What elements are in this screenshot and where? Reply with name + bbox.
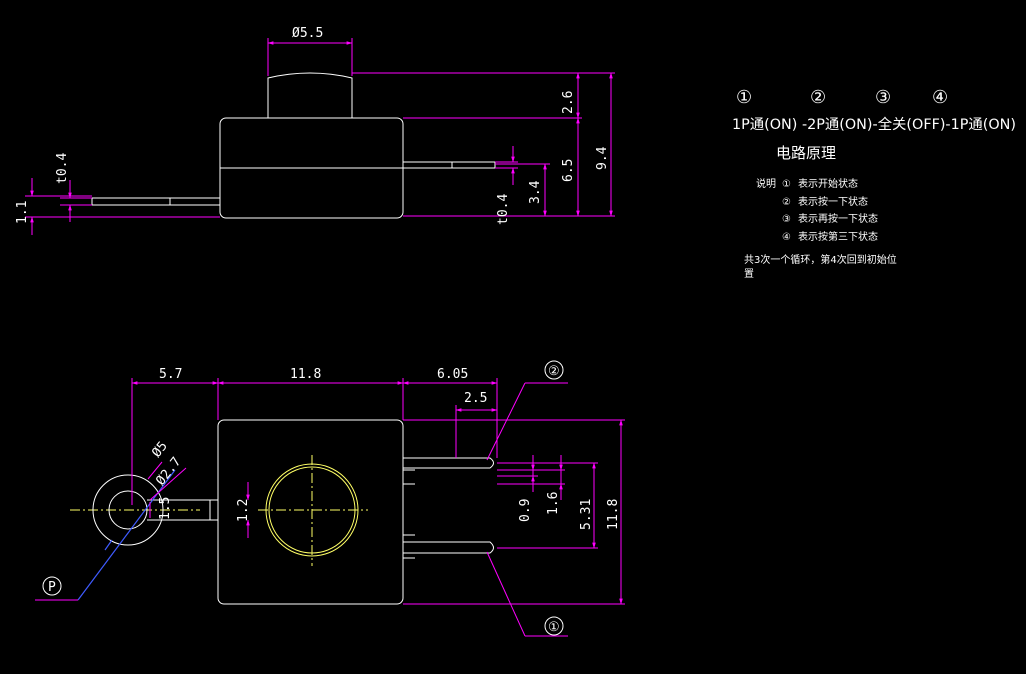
dim-cap-height: 2.6 (561, 91, 576, 114)
right-pin (402, 161, 496, 169)
dim-1-5: 1.5 (158, 497, 173, 520)
dim-2-5: 2.5 (464, 391, 487, 406)
dim-11-8: 11.8 (290, 367, 321, 382)
left-pin (91, 197, 221, 206)
dim-1-6: 1.6 (546, 492, 561, 515)
dim-total-height: 9.4 (595, 146, 610, 170)
note-3: 表示再按一下状态 (798, 212, 878, 225)
note-mark-2: ② (782, 197, 791, 208)
note-mark-3: ③ (782, 214, 791, 225)
dim-pin-thickness-right: t0.4 (496, 194, 511, 225)
callout-pin-1: ① (548, 620, 560, 635)
dim-phi-5: Ø5 (149, 439, 170, 461)
bottom-view: 5.7 11.8 6.05 2.5 11.8 5.31 1.6 0.9 ② (35, 360, 625, 637)
legend-num-3: ③ (875, 87, 891, 108)
note-mark-4: ④ (782, 232, 791, 243)
dim-11-8-vertical: 11.8 (606, 499, 621, 530)
legend-num-4: ④ (932, 87, 948, 108)
circuit-legend: ① ② ③ ④ 1P通(ON) -2P通(ON)-全关(OFF)-1P通(ON)… (732, 87, 1016, 280)
note-4: 表示按第三下状态 (798, 230, 878, 243)
callout-pin-2: ② (548, 364, 560, 379)
dim-5-31: 5.31 (579, 499, 594, 530)
p-terminal-outer (92, 474, 164, 546)
dim-pin-offset: 3.4 (528, 180, 543, 204)
p-terminal-inner (108, 490, 148, 530)
dim-body-height: 6.5 (561, 159, 576, 182)
legend-num-1: ① (736, 87, 752, 108)
pin-2 (403, 457, 494, 469)
note-mark-1: ① (782, 179, 791, 190)
dim-pin-height-left: 1.1 (15, 201, 30, 224)
dim-cap-diameter: Ø5.5 (292, 26, 323, 41)
cycle-note-line-2: 置 (744, 268, 754, 280)
dim-6-05: 6.05 (437, 367, 468, 382)
button-cap (267, 72, 353, 118)
p-leader (77, 469, 176, 601)
callout-p: P (48, 580, 56, 595)
legend-sequence: 1P通(ON) -2P通(ON)-全关(OFF)-1P通(ON) (732, 116, 1016, 133)
dim-5-7: 5.7 (159, 367, 182, 382)
cycle-note-line-1: 共3次一个循环，第4次回到初始位 (744, 253, 897, 266)
note-2: 表示按一下状态 (798, 195, 868, 208)
bottom-body (217, 419, 404, 605)
legend-num-2: ② (810, 87, 826, 108)
dim-0-9: 0.9 (518, 499, 533, 522)
dim-pin-thickness-left: t0.4 (55, 153, 70, 184)
dim-1-2: 1.2 (236, 499, 251, 522)
legend-title: 电路原理 (776, 144, 836, 162)
notes-label: 说明 (756, 177, 776, 190)
note-1: 表示开始状态 (798, 177, 858, 190)
side-view: Ø5.5 2.6 6.5 9.4 3.4 t0.4 t0.4 (15, 26, 615, 235)
pin-1 (403, 541, 494, 554)
